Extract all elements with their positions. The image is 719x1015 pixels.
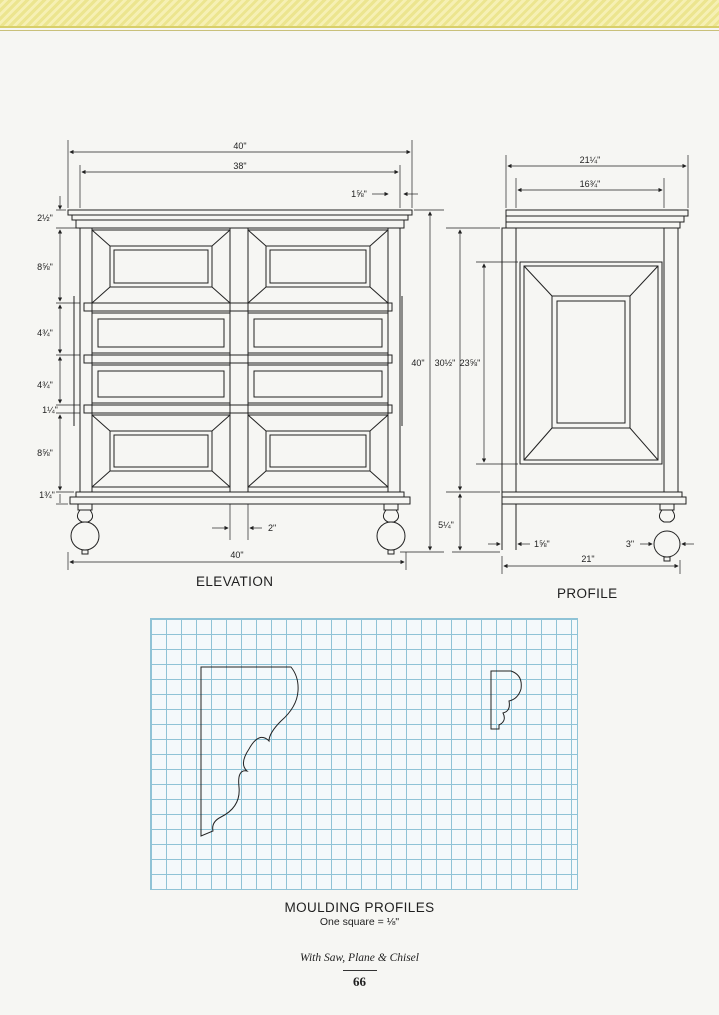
dim-elev-base-moulding: 1¾" <box>39 490 55 500</box>
top-moulding-upper <box>67 209 413 216</box>
dim-prof-case-height: 30½" <box>435 358 456 368</box>
dim-prof-panel-height: 23⅝" <box>460 358 481 368</box>
footer-book-title: With Saw, Plane & Chisel <box>300 952 419 964</box>
lower-panels <box>91 414 389 488</box>
dim-elev-divider: 1¼" <box>42 405 58 415</box>
foot-right <box>376 503 406 555</box>
dim-prof-foot-dia: 3" <box>626 539 634 549</box>
base-moulding <box>75 491 405 498</box>
drawer-3 <box>91 364 389 404</box>
moulding-profile-shapes <box>200 666 522 837</box>
dim-prof-case-depth: 16¾" <box>580 179 601 189</box>
profile-dim-labels: 21¼" 16¾" 40" 30½" 23⅝" 5¼" 1⅝" 3" 21" <box>411 155 634 564</box>
elevation-dim-labels: 40" 38" 1⅝" 2½" 8⅝" 4¾" 4¾" 1¼" 8⅝" 1¾" … <box>37 141 367 560</box>
elevation-dimensions <box>56 140 444 570</box>
dim-elev-top-moulding: 2½" <box>37 213 53 223</box>
dim-elev-drawer-4: 8⅝" <box>37 448 53 458</box>
upper-panel-right <box>247 229 389 304</box>
moulding-profiles-title: MOULDING PROFILES <box>284 900 435 915</box>
elevation-view <box>67 209 413 555</box>
dim-elev-overall-bottom: 40" <box>230 550 243 560</box>
elevation-caption: ELEVATION <box>196 574 274 589</box>
foot-left <box>70 503 100 555</box>
small-moulding-profile <box>490 670 522 730</box>
drawer-2 <box>91 312 389 354</box>
dim-elev-case-width: 38" <box>233 161 246 171</box>
side-raised-panel <box>519 261 663 465</box>
case-body <box>79 227 401 493</box>
profile-view <box>501 209 689 562</box>
dim-elev-drawer-2: 4¾" <box>37 328 53 338</box>
moulding-profiles-scale: One square = ⅛" <box>319 916 400 928</box>
dim-prof-stile: 1⅝" <box>534 539 550 549</box>
profile-caption: PROFILE <box>557 586 618 601</box>
dim-prof-overall-top: 21¼" <box>580 155 601 165</box>
page-number: 66 <box>353 974 366 989</box>
moulding-grid <box>150 618 578 890</box>
profile-dimensions <box>446 155 694 574</box>
dim-elev-overall-top: 40" <box>233 141 246 151</box>
dim-elev-top-overhang: 1⅝" <box>351 189 367 199</box>
crown-moulding-profile <box>200 666 299 837</box>
dim-prof-foot-height: 5¼" <box>438 520 454 530</box>
top-decorative-band <box>0 0 719 28</box>
dim-prof-overall-height: 40" <box>411 358 424 368</box>
top-rule <box>0 30 719 31</box>
footer-rule <box>343 970 377 971</box>
dim-elev-drawer-1: 8⅝" <box>37 262 53 272</box>
dim-prof-overall-bottom: 21" <box>581 554 594 564</box>
upper-panel-left <box>91 229 231 304</box>
profile-foot <box>653 503 681 562</box>
dim-elev-foot-spacing: 2" <box>268 523 276 533</box>
dim-elev-drawer-3: 4¾" <box>37 380 53 390</box>
